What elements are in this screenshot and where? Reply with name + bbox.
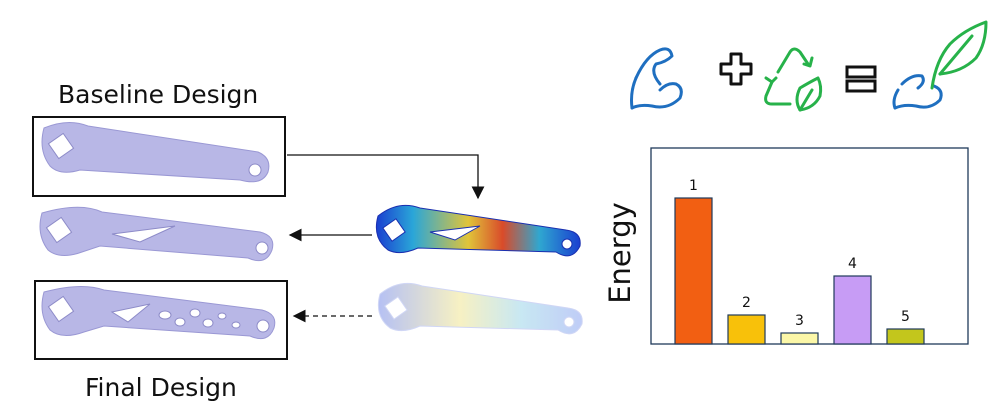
intermediate-wrench-part [39, 206, 274, 262]
faded-fea-wrench [377, 282, 583, 335]
energy-bar-chart: Energy 1 2 3 4 5 [603, 147, 969, 345]
bar-label-4: 4 [848, 256, 857, 272]
baseline-design-frame [32, 116, 286, 197]
bar-label-1: 1 [689, 178, 698, 194]
bar-5 [886, 328, 925, 345]
flexed-arm-icon [630, 47, 683, 110]
bar-label-2: 2 [742, 295, 751, 311]
bar-2 [727, 314, 766, 345]
baseline-wrench-part [41, 122, 270, 183]
plus-icon [719, 52, 753, 86]
fea-stress-wrench [375, 204, 581, 257]
bar-1 [674, 197, 713, 345]
baseline-design-label: Baseline Design [58, 80, 259, 109]
bar-4 [833, 275, 872, 345]
arrow-baseline-to-fea [287, 154, 485, 200]
bar-label-5: 5 [901, 309, 910, 325]
y-axis-label: Energy [603, 202, 637, 304]
recycle-leaf-icon [764, 47, 823, 112]
equals-icon [845, 65, 877, 93]
bar-label-3: 3 [795, 313, 804, 329]
arm-leaf-icon [892, 20, 988, 110]
final-design-frame [34, 280, 288, 360]
final-wrench-part [41, 286, 276, 340]
bar-3 [780, 332, 819, 345]
final-design-label: Final Design [85, 373, 237, 402]
